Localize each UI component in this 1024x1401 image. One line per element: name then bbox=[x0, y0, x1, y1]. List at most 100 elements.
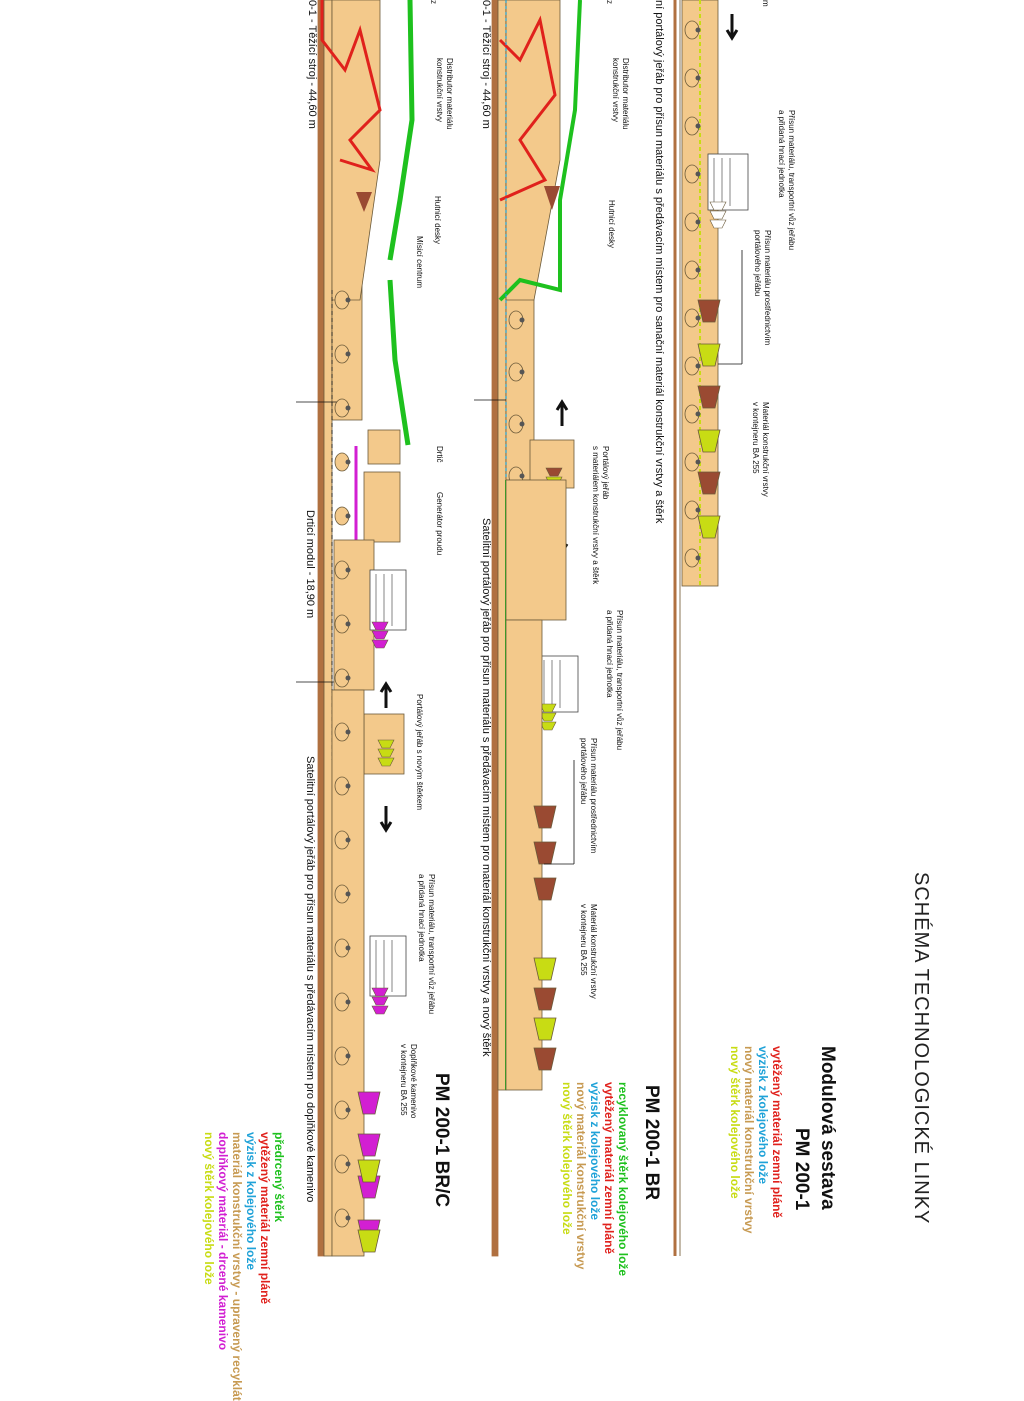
s1-containers-label: Materiál konstrukční vrstvy v kontejneru… bbox=[751, 402, 770, 497]
s1-bogie-wheel bbox=[695, 267, 701, 273]
s2-transport-car-fill bbox=[539, 712, 557, 722]
s2-crane-caption: ní portálový jeřáb pro přísun materiálu … bbox=[653, 0, 665, 524]
s3-containers-label: Doplňkové kamenivo v kontejneru BA 255 bbox=[399, 1044, 418, 1119]
s1-bogie-wheel bbox=[695, 171, 701, 177]
s1-container-brown bbox=[697, 299, 721, 323]
s2-crane-arrow-up bbox=[555, 399, 569, 426]
s2-portal-crane-label: Portálový jeřáb s materiálem konstrukční… bbox=[591, 446, 610, 585]
s2-container-mixed bbox=[533, 957, 557, 981]
section3-heading: PM 200-1 BR/C bbox=[431, 1073, 452, 1208]
s1-bogie-wheel bbox=[695, 411, 701, 417]
s3-distributor-label: Distributor materiálu konstrukční vrstvy bbox=[435, 58, 454, 130]
s3-track-bed bbox=[323, 0, 333, 1257]
s3-bogie-wheel bbox=[345, 513, 351, 519]
s2-crane-bins bbox=[545, 467, 563, 477]
s3-satellite-caption: Satelitní portálový jeřáb pro přísun mat… bbox=[304, 756, 316, 1203]
legend-entry: doplňkový materiál - drcené kamenivo bbox=[216, 1132, 230, 1351]
s3-train-body bbox=[331, 689, 365, 1257]
s1-move-arrow bbox=[725, 14, 739, 41]
s3-generator-box bbox=[363, 471, 401, 543]
s3-crusher-hopper-fill bbox=[371, 639, 389, 649]
s3-crusher-hopper-frame bbox=[369, 569, 407, 631]
legend-entry: vytěžený materiál zemní pláně bbox=[602, 1082, 616, 1255]
s1-container-yellow bbox=[697, 515, 721, 539]
s3-crane-arrow-up bbox=[379, 681, 393, 708]
s3-bogie-wheel bbox=[345, 729, 351, 735]
s1-bogie-wheel bbox=[695, 219, 701, 225]
s1-bogie-wheel bbox=[695, 555, 701, 561]
s3-crane-arrow-down bbox=[379, 806, 393, 833]
s3-generator-label: Generátor proudu bbox=[435, 492, 444, 556]
s3-machine-caption: 0-1 - Těžící stroj - 44,60 m bbox=[306, 0, 318, 129]
s2-compactor-plate bbox=[544, 186, 560, 210]
s2-recycled-flow bbox=[498, 0, 582, 302]
s3-transport-car-fill bbox=[371, 987, 389, 997]
s3-crusher-hopper-fill bbox=[371, 630, 389, 640]
s3-crusher-box bbox=[367, 429, 401, 465]
s3-bogie-wheel bbox=[345, 891, 351, 897]
s1-bogie-wheel bbox=[695, 123, 701, 129]
s3-bogie-wheel bbox=[345, 297, 351, 303]
legend-entry: výzisk z kolejového lože bbox=[588, 1082, 602, 1221]
s2-transport-car-fill bbox=[539, 703, 557, 713]
s2-bogie-wheel bbox=[519, 369, 525, 375]
s2-container-brown bbox=[533, 805, 557, 829]
legend-entry: výzisk z kolejového lože bbox=[756, 1046, 770, 1185]
s3-crusher-hopper-fill bbox=[371, 621, 389, 631]
s3-container-magenta bbox=[357, 1091, 381, 1115]
s3-bogie-wheel bbox=[345, 1107, 351, 1113]
s3-ground-strip bbox=[317, 0, 325, 1257]
s2-bogie-wheel bbox=[519, 421, 525, 427]
legend-entry: nový štěrk kolejového lože bbox=[560, 1082, 574, 1235]
legend-entry: předrcený štěrk bbox=[272, 1132, 286, 1223]
s2-intermediate-label: Přísun materiálu prostřednictvím portálo… bbox=[579, 738, 598, 854]
s2-container-mixed bbox=[533, 987, 557, 1011]
s3-crane-bins bbox=[377, 757, 395, 767]
s3-container-magenta bbox=[357, 1133, 381, 1157]
s3-bogie-wheel bbox=[345, 945, 351, 951]
s3-container-yellow bbox=[357, 1229, 381, 1253]
s1-top-arrow-label: m bbox=[761, 0, 770, 7]
legend-entry: nový materiál konstrukční vrstvy bbox=[742, 1046, 756, 1234]
s1-bogie-wheel bbox=[695, 315, 701, 321]
s2-machine-caption: 0-1 - Těžící stroj - 44,60 m bbox=[480, 0, 492, 129]
s2-satellite-crane bbox=[505, 479, 567, 621]
s3-compactor-label: Hutnicí desky bbox=[433, 196, 442, 245]
section1-heading-line2: PM 200-1 bbox=[791, 1128, 812, 1211]
s2-transport-label: Přísun materiálu, transportní vůz jeřábu… bbox=[605, 610, 624, 751]
s1-container-brown bbox=[697, 471, 721, 495]
diagram-stage: SCHÉMA TECHNOLOGICKÉ LINKY Modulová sest… bbox=[202, 0, 932, 1401]
s1-transport-label: Přísun materiálu, transportní vůz jeřábu… bbox=[777, 110, 796, 251]
s3-bogie-wheel bbox=[345, 351, 351, 357]
section1-heading-line1: Modulová sestava bbox=[817, 1046, 838, 1210]
legend-entry: recyklovaný štěrk kolejového lože bbox=[616, 1082, 630, 1277]
page-title: SCHÉMA TECHNOLOGICKÉ LINKY bbox=[910, 872, 932, 1225]
s2-ground-strip bbox=[491, 0, 499, 1257]
s1-bogie-wheel bbox=[695, 363, 701, 369]
s1-bogie-wheel bbox=[695, 75, 701, 81]
s1-bogie-wheel bbox=[695, 507, 701, 513]
s3-transport-label: Přísun materiálu, transportní vůz jeřábu… bbox=[417, 874, 436, 1015]
s3-transport-car-frame bbox=[369, 935, 407, 997]
s3-crusher-label: Drtič bbox=[435, 446, 444, 463]
s2-container-mixed bbox=[533, 1047, 557, 1071]
s3-bogie-wheel bbox=[345, 621, 351, 627]
s2-distributor-label: Distributor materiálu konstrukční vrstvy bbox=[611, 58, 630, 130]
s1-bogie-wheel bbox=[695, 459, 701, 465]
s3-crushed-flow-b bbox=[387, 279, 411, 446]
s3-bogie-wheel bbox=[345, 999, 351, 1005]
s1-bogie-wheel bbox=[695, 27, 701, 33]
track-machines-drawing bbox=[296, 0, 749, 1257]
s3-bogie-wheel bbox=[345, 1215, 351, 1221]
s3-bogie-wheel bbox=[345, 1053, 351, 1059]
s3-bogie-wheel bbox=[345, 837, 351, 843]
s3-bogie-wheel bbox=[345, 1161, 351, 1167]
s2-excavated-flow bbox=[498, 15, 557, 202]
s3-crushed-flow-a bbox=[387, 0, 415, 261]
legend-entry: vytěžený materiál zemní pláně bbox=[258, 1132, 272, 1305]
legend-entry: výzisk z kolejového lože bbox=[244, 1132, 258, 1271]
s1-crane-car-fill bbox=[709, 201, 727, 211]
s1-container-brown bbox=[697, 385, 721, 409]
s2-container-mixed bbox=[533, 1017, 557, 1041]
legend-entry: nový štěrk kolejového lože bbox=[728, 1046, 742, 1199]
